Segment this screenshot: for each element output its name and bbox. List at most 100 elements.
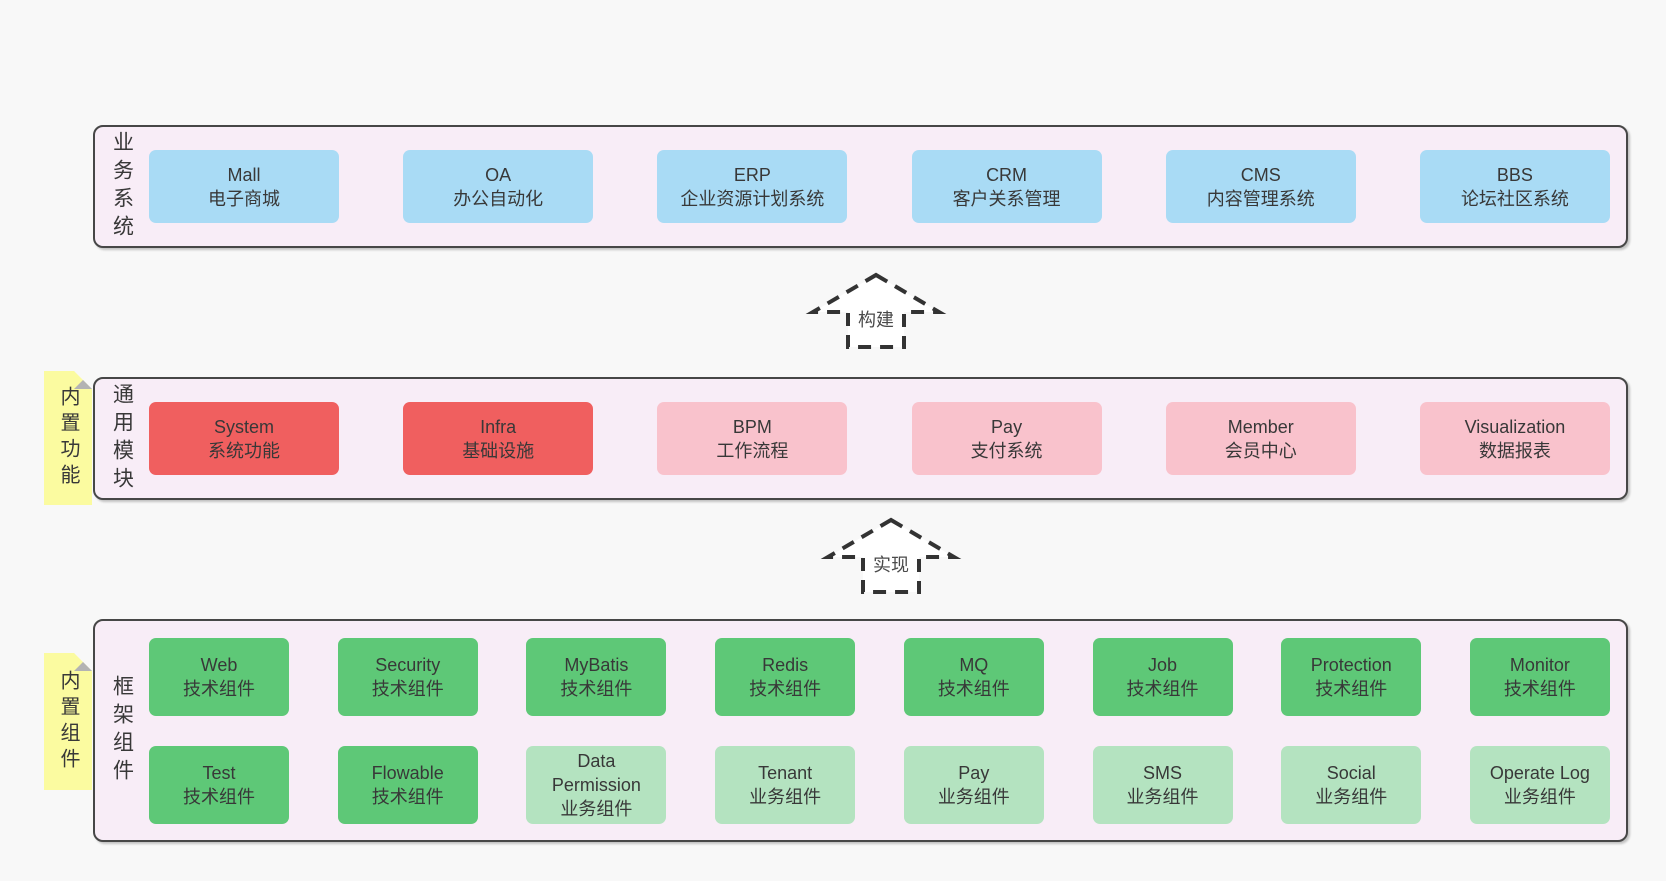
arrow-label: 构建 [858, 310, 894, 330]
box-title: Redis [762, 654, 809, 675]
box-tenant: Tenant 业务组件 [715, 745, 856, 824]
box-redis: Redis 技术组件 [715, 637, 856, 716]
box-title: Tenant [758, 762, 813, 783]
box-title: CRM [986, 164, 1028, 185]
box-title: Visualization [1464, 416, 1566, 437]
box-data-permission: Data Permission 业务组件 [526, 745, 667, 824]
box-subtitle: 技术组件 [749, 678, 822, 699]
box-subtitle: 电子商城 [208, 188, 280, 209]
box-subtitle: 技术组件 [1503, 678, 1576, 699]
note-fold-icon [74, 653, 92, 671]
box-system: System 系统功能 [149, 402, 339, 475]
box-infra: Infra 基础设施 [403, 402, 594, 475]
box-subtitle: 业务组件 [749, 786, 822, 807]
box-title: BBS [1496, 164, 1533, 185]
arrow-label-bg [867, 550, 915, 578]
box-title: Job [1148, 654, 1178, 675]
implement-arrow: 实现 [820, 517, 962, 594]
box-subtitle: 技术组件 [1315, 678, 1388, 699]
section-side-label: 业务系统 [95, 127, 149, 246]
box-mall: Mall 电子商城 [149, 150, 339, 223]
box-member: Member 会员中心 [1165, 402, 1356, 475]
box-title: Protection [1310, 654, 1392, 675]
box-title: Web [200, 654, 238, 675]
box-subtitle: 技术组件 [560, 678, 633, 699]
section-side-label-text: 框架组件 [110, 674, 134, 787]
box-security: Security 技术组件 [337, 637, 478, 716]
box-title: CMS [1240, 164, 1281, 185]
box-crm: CRM 客户关系管理 [911, 150, 1102, 223]
box-subtitle: 业务组件 [1126, 786, 1199, 807]
box-subtitle: 支付系统 [970, 440, 1043, 461]
box-job: Job 技术组件 [1092, 637, 1233, 716]
box-subtitle: 技术组件 [1126, 678, 1199, 699]
note-text: 内置组件 [57, 669, 79, 774]
box-subtitle: 办公自动化 [453, 188, 544, 209]
box-title: Member [1227, 416, 1294, 437]
box-subtitle: 系统功能 [208, 440, 280, 461]
box-title: Operate Log [1489, 762, 1590, 783]
box-pay: Pay 支付系统 [911, 402, 1102, 475]
box-subtitle: 内容管理系统 [1206, 188, 1315, 209]
box-title: System [213, 416, 274, 437]
note-built-in-features: 内置功能 [44, 371, 92, 505]
box-subtitle: 业务组件 [937, 786, 1010, 807]
box-title: Pay [958, 762, 990, 783]
box-subtitle: 基础设施 [462, 440, 535, 461]
box-subtitle: 技术组件 [371, 678, 444, 699]
box-bbs: BBS 论坛社区系统 [1419, 150, 1610, 223]
box-operate-log: Operate Log 业务组件 [1469, 745, 1610, 824]
box-title: Flowable [371, 762, 444, 783]
box-visualization: Visualization 数据报表 [1419, 402, 1610, 475]
box-title: Pay [991, 416, 1023, 437]
box-cms: CMS 内容管理系统 [1165, 150, 1356, 223]
box-subtitle: 技术组件 [937, 678, 1010, 699]
box-subtitle: 技术组件 [183, 678, 255, 699]
box-title: Security [375, 654, 441, 675]
box-subtitle: 业务组件 [1315, 786, 1388, 807]
box-title: ERP [733, 164, 771, 185]
box-flowable: Flowable 技术组件 [337, 745, 478, 824]
box-title: SMS [1143, 762, 1183, 783]
box-subtitle: 客户关系管理 [952, 188, 1061, 209]
build-arrow: 构建 [805, 272, 947, 349]
box-title: MyBatis [564, 654, 629, 675]
section-side-label: 通用模块 [95, 379, 149, 498]
box-subtitle: 业务组件 [1503, 786, 1576, 807]
box-title: OA [485, 164, 512, 185]
section-side-label-text: 业务系统 [110, 130, 134, 243]
box-subtitle: 论坛社区系统 [1460, 188, 1569, 209]
box-title: Mall [227, 164, 261, 185]
box-web: Web 技术组件 [149, 637, 289, 716]
box-subtitle: 技术组件 [183, 786, 255, 807]
box-subtitle: 数据报表 [1478, 440, 1551, 461]
box-title: BPM [732, 416, 772, 437]
box-oa: OA 办公自动化 [403, 150, 594, 223]
note-built-in-components: 内置组件 [44, 653, 92, 790]
box-mybatis: MyBatis 技术组件 [526, 637, 667, 716]
box-sms: SMS 业务组件 [1092, 745, 1233, 824]
box-subtitle: 技术组件 [371, 786, 444, 807]
box-title: Data Permission [551, 750, 641, 795]
box-title: MQ [959, 654, 989, 675]
box-subtitle: 业务组件 [560, 798, 633, 819]
box-subtitle: 会员中心 [1224, 440, 1297, 461]
section-side-label-text: 通用模块 [110, 382, 134, 495]
box-pay: Pay 业务组件 [903, 745, 1044, 824]
section-side-label: 框架组件 [95, 621, 149, 840]
box-title: Infra [480, 416, 517, 437]
box-protection: Protection 技术组件 [1281, 637, 1422, 716]
arrow-label: 实现 [873, 555, 909, 575]
